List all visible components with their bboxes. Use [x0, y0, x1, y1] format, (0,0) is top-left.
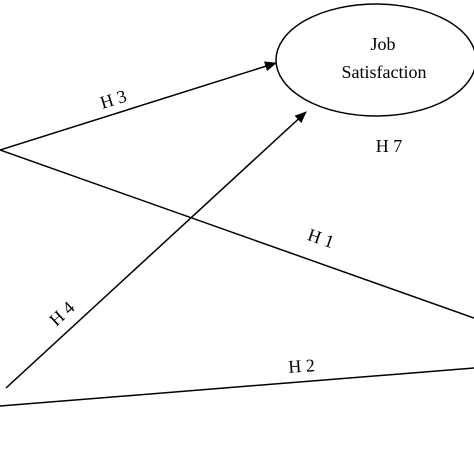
edge-label-h1: H 1	[305, 225, 337, 253]
node-job-satisfaction: Job Satisfaction	[275, 3, 474, 117]
edge-h4	[5, 111, 307, 389]
edge-h1	[0, 149, 474, 319]
annotation-h7: H 7	[376, 136, 403, 156]
edge-label-h2: H 2	[288, 355, 316, 377]
job-satisfaction-label-line2: Satisfaction	[342, 62, 427, 82]
job-satisfaction-label-line1: Job	[370, 34, 395, 54]
edge-h3	[0, 61, 277, 151]
job-satisfaction-ellipse	[275, 3, 474, 117]
edge-label-h3: H 3	[98, 86, 129, 113]
edge-h2	[0, 367, 474, 407]
